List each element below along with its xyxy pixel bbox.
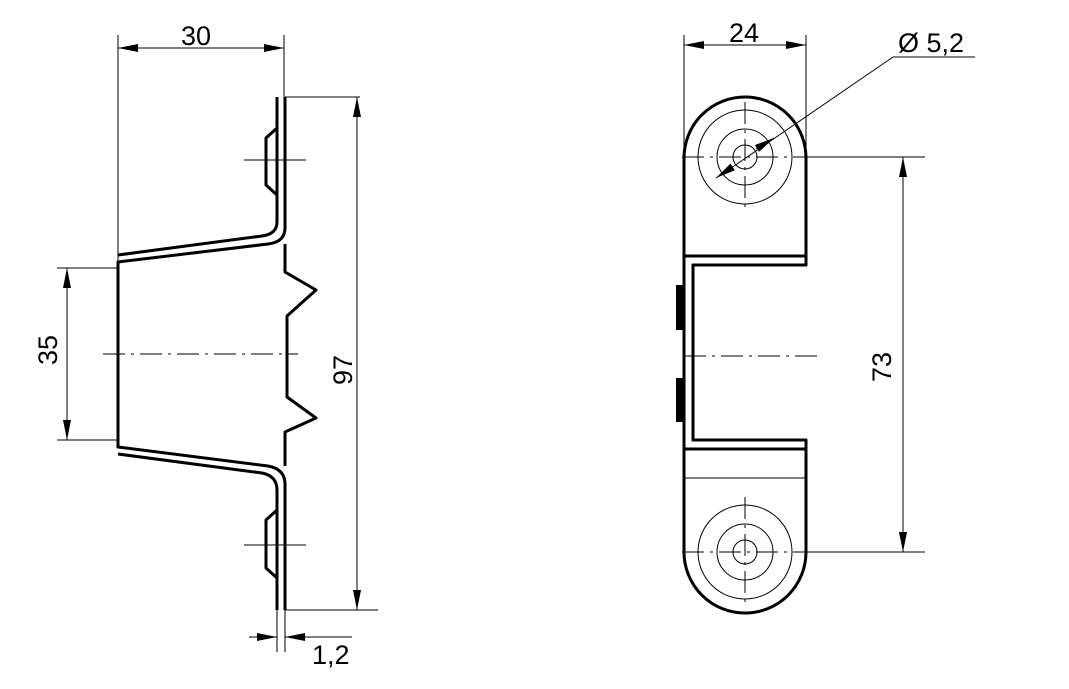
dim-hole-diameter: Ø 5,2: [898, 28, 964, 58]
tab-mark: [676, 378, 683, 422]
dim-24: 24: [729, 18, 759, 48]
side-profile-inner: [117, 97, 279, 610]
front-outline: [682, 95, 808, 615]
top-hole: [682, 102, 808, 212]
bottom-rivet: [264, 508, 279, 580]
dim-73: 73: [867, 352, 897, 382]
dim-35: 35: [33, 335, 63, 365]
dim-97: 97: [328, 355, 358, 385]
bottom-hole: [682, 497, 808, 607]
front-view: 24 Ø 5,2 73: [676, 18, 975, 615]
side-view: 30 35 97 1,2: [33, 21, 378, 670]
side-teeth: [283, 244, 318, 466]
dim-30: 30: [181, 21, 211, 51]
tab-mark: [676, 285, 683, 330]
dim-1-2: 1,2: [312, 640, 350, 670]
top-rivet: [264, 126, 279, 197]
